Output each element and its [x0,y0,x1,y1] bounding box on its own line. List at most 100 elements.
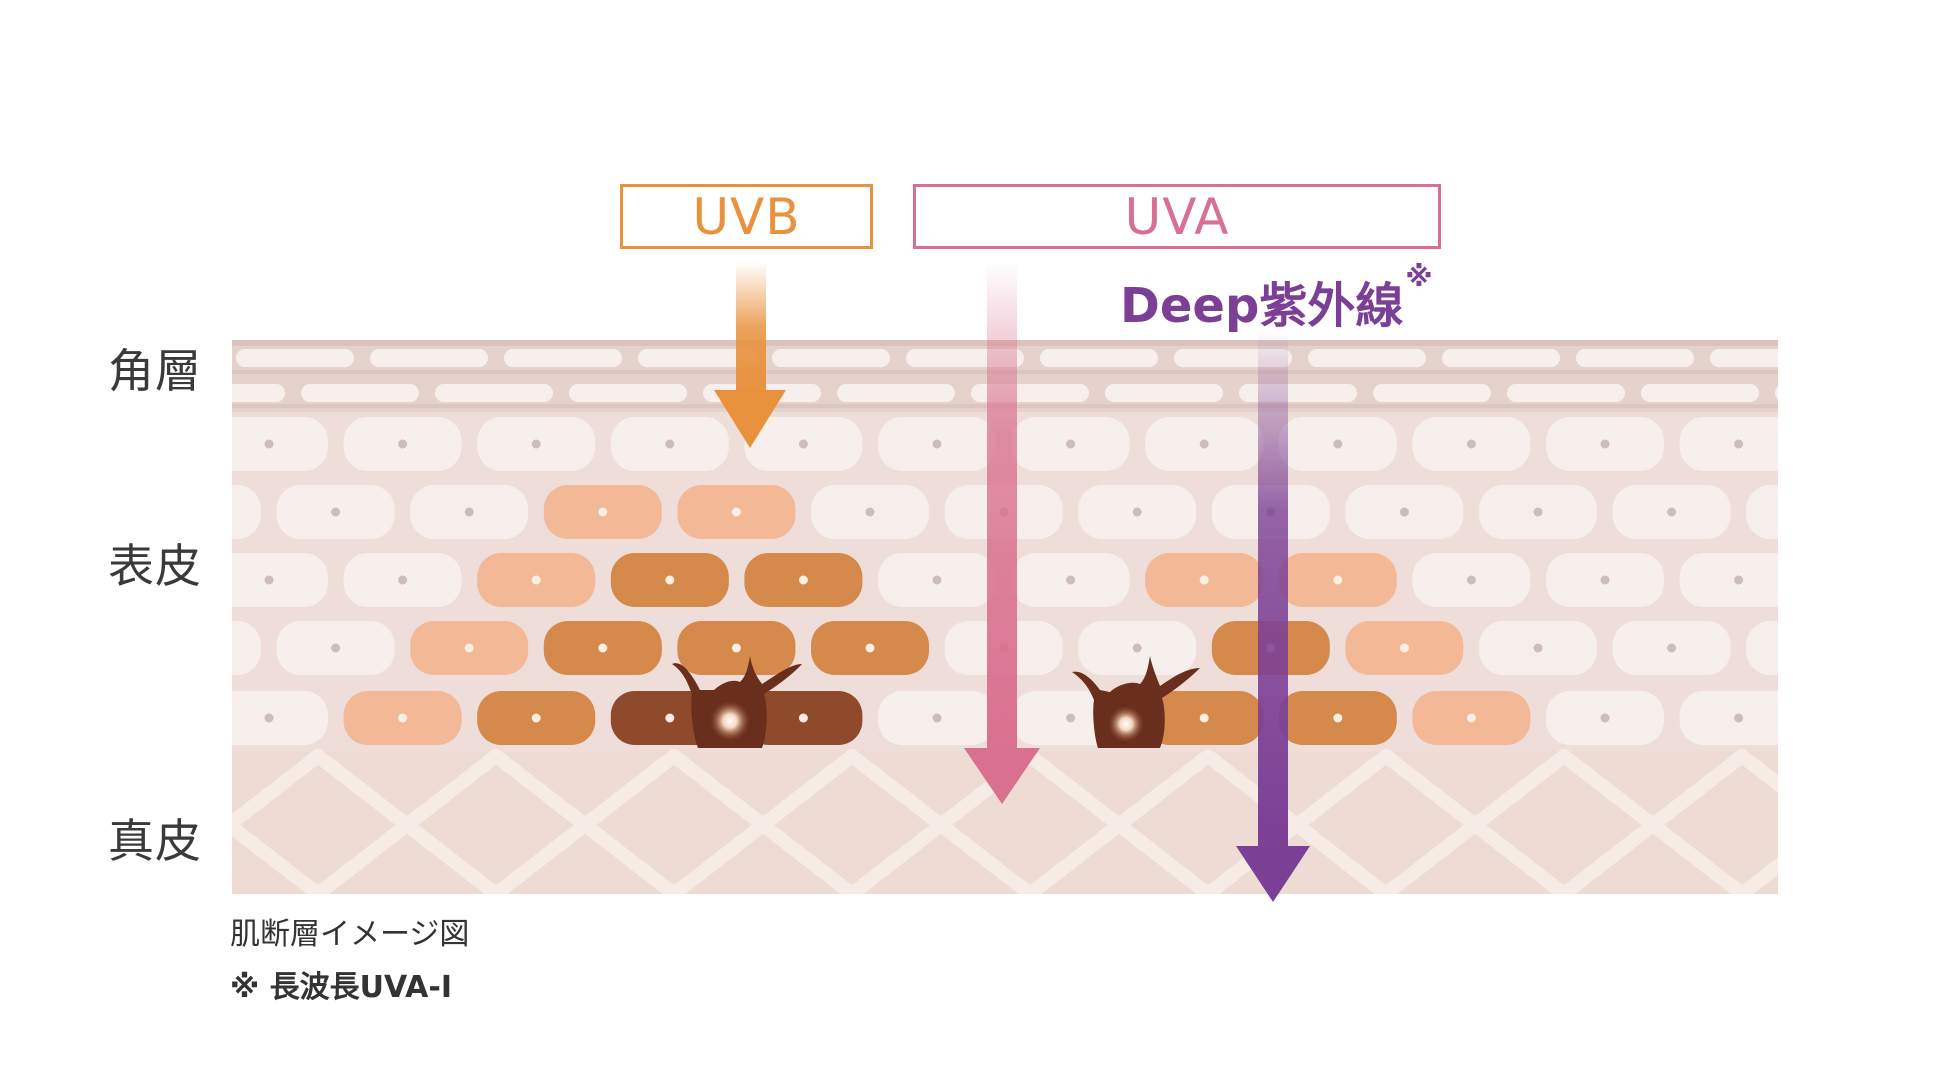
corneum-cell [1373,384,1491,402]
cell-nucleus [1600,439,1610,449]
cell-nucleus [798,713,808,723]
cell-nucleus [1066,575,1076,585]
cell-nucleus [1600,575,1610,585]
collagen-lattice [232,749,1778,894]
cell-nucleus [264,575,274,585]
label-epidermis: 表皮 [108,539,202,593]
cell-nucleus [1132,507,1142,517]
cell-nucleus [1199,713,1209,723]
cell-nucleus [1801,644,1810,653]
cell-nucleus [1399,507,1409,517]
label-corneum: 角層 [108,344,202,398]
cell-nucleus [731,507,741,517]
epidermis-cell [232,485,261,539]
cell-nucleus [1667,507,1677,517]
corneum-cell [232,384,285,402]
corneum-cell [1507,384,1625,402]
caption-note: ※ 長波長UVA-Ⅰ [230,970,452,1005]
cell-nucleus [665,439,675,449]
epidermis-cell [1746,485,1778,539]
cell-nucleus [598,643,608,653]
cell-nucleus [932,713,942,723]
corneum-cell [1775,386,1778,400]
corneum-cell [1308,349,1426,367]
cell-nucleus [798,575,808,585]
corneum-cell [1576,349,1694,367]
corneum-cell [1710,349,1778,367]
cell-nucleus [1199,439,1209,449]
cell-nucleus [1066,713,1076,723]
cell-nucleus [331,643,341,653]
epidermis-cell [1679,417,1778,471]
cell-nucleus [1466,439,1476,449]
epidermis-cells [232,417,1810,745]
caption-title: 肌断層イメージ図 [230,917,470,952]
epidermis-cell [1746,621,1778,675]
corneum-cell [638,349,756,367]
cell-nucleus [264,439,274,449]
cell-nucleus [865,643,875,653]
cell-nucleus [665,575,675,585]
melanocyte-icon [1072,656,1200,748]
corneum-cell [772,349,890,367]
corneum-cell [1442,349,1560,367]
uvb-legend: UVB [620,184,873,249]
deep-uv-label: Deep紫外線※ [1120,260,1433,336]
corneum-cell [1239,384,1357,402]
corneum-cell [435,384,553,402]
cell-nucleus [798,439,808,449]
cell-nucleus [1734,439,1744,449]
corneum-cell [569,384,687,402]
epidermis-cell [1679,691,1778,745]
cell-nucleus [1333,575,1343,585]
cell-nucleus [1600,713,1610,723]
deep-uv-mark: ※ [1405,260,1433,293]
cell-nucleus [1066,439,1076,449]
cell-nucleus [331,507,341,517]
cell-nucleus [665,713,675,723]
cell-nucleus [1801,508,1810,517]
uvb-arrow-icon [714,262,786,448]
cell-nucleus [398,575,408,585]
cell-nucleus [264,713,274,723]
uva-arrow-icon [964,262,1040,804]
cell-nucleus [464,643,474,653]
cell-nucleus [464,507,474,517]
corneum-cell [837,384,955,402]
cell-nucleus [1333,713,1343,723]
corneum-cell [1105,384,1223,402]
cell-nucleus [1533,643,1543,653]
cell-nucleus [398,439,408,449]
melanocyte-icon [672,656,802,748]
corneum-cell [504,349,622,367]
cell-nucleus [1734,713,1744,723]
cell-nucleus [731,643,741,653]
cell-nucleus [1466,713,1476,723]
epidermis-cell [1679,553,1778,607]
cell-nucleus [531,439,541,449]
epidermis-cell [232,621,261,675]
corneum-cell [370,349,488,367]
cell-nucleus [932,439,942,449]
cell-nucleus [865,507,875,517]
cell-nucleus [398,713,408,723]
cell-nucleus [531,713,541,723]
cell-nucleus [1132,643,1142,653]
cell-nucleus [932,575,942,585]
cell-nucleus [1399,643,1409,653]
epidermis-cell [232,417,328,471]
cell-nucleus [1199,575,1209,585]
corneum-cell [236,349,354,367]
cell-nucleus [1533,507,1543,517]
epidermis-cell [232,553,328,607]
deep-uv-text: Deep紫外線 [1120,278,1404,334]
cell-nucleus [1333,439,1343,449]
corneum-cell [1641,384,1759,402]
cell-nucleus [1667,643,1677,653]
deep-uv-arrow-icon [1236,330,1310,902]
dermis [232,749,1778,894]
uva-legend: UVA [913,184,1441,249]
label-dermis: 真皮 [108,814,202,868]
cell-nucleus [531,575,541,585]
